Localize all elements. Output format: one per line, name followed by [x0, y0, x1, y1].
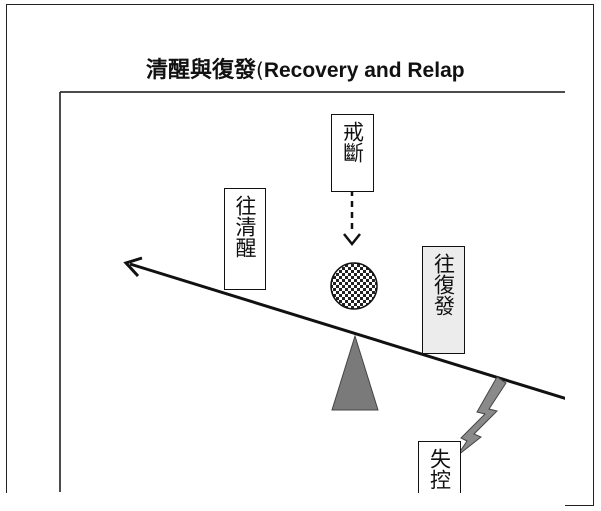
slide-frame [6, 4, 594, 506]
ball-icon [330, 262, 378, 310]
lightning-bolt-icon [456, 376, 507, 457]
title-open-paren: ( [256, 58, 264, 82]
arrow-left-icon [123, 256, 143, 278]
diagram-area: 戒斷 往清醒 往復發 失控 [0, 91, 565, 511]
balance-beam [129, 262, 565, 400]
diagram-canvas [59, 91, 565, 492]
arrow-down-icon [343, 233, 361, 247]
title-english: Recovery and Relap [263, 59, 465, 82]
abstinence-label: 戒斷 [340, 121, 365, 163]
bottom-clip-mask [0, 493, 565, 511]
to-recovery-box: 往清醒 [224, 188, 266, 290]
title-chinese: 清醒與復發 [146, 58, 257, 83]
loss-of-control-label: 失控 [427, 448, 452, 490]
to-relapse-box: 往復發 [422, 246, 465, 354]
fulcrum-triangle [331, 334, 379, 411]
diagram-title: 清醒與復發(Recovery and Relap [146, 52, 465, 84]
to-relapse-label: 往復發 [431, 253, 456, 316]
abstinence-box: 戒斷 [331, 114, 374, 192]
to-recovery-label: 往清醒 [233, 195, 257, 258]
